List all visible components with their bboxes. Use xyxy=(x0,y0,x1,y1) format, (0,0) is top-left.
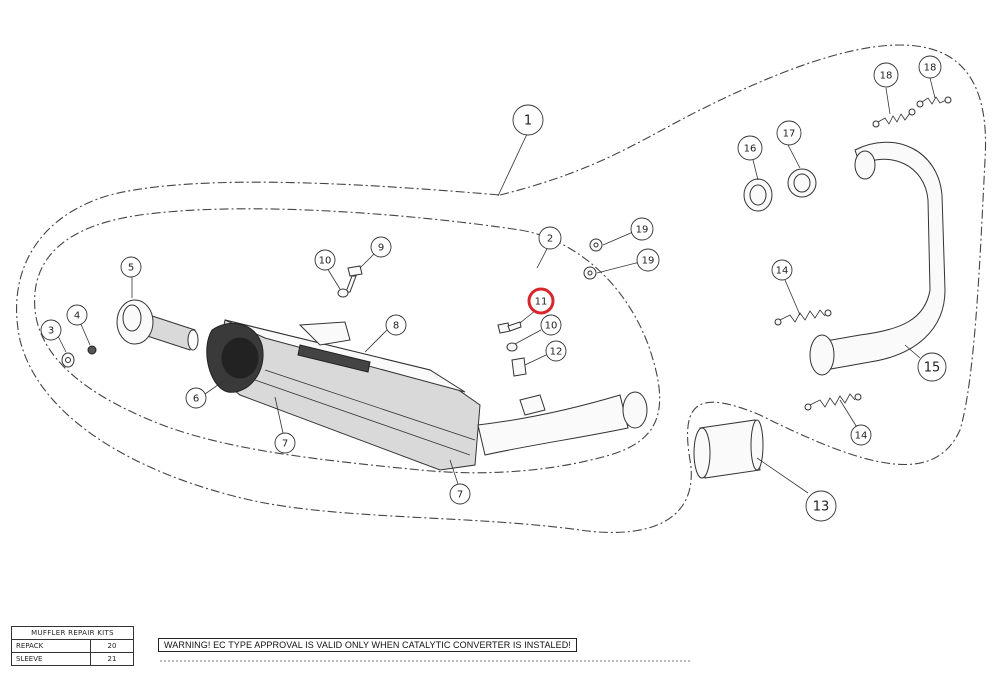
clip-12 xyxy=(511,357,527,377)
system-boundary-1 xyxy=(16,44,987,533)
callout-4: 4 xyxy=(66,304,88,326)
repair-kits-title: MUFFLER REPAIR KITS xyxy=(11,626,134,640)
callout-14b: 14 xyxy=(850,424,872,446)
svg-text:14: 14 xyxy=(855,431,868,442)
callout-14a: 14 xyxy=(771,259,793,281)
spring-part-upper xyxy=(774,309,832,326)
table-row: REPACK 20 xyxy=(11,639,134,653)
table-row: SLEEVE 21 xyxy=(11,652,134,666)
repair-kit-name: REPACK xyxy=(11,639,91,653)
svg-text:16: 16 xyxy=(744,144,757,155)
callout-16: 16 xyxy=(737,135,763,161)
svg-text:19: 19 xyxy=(636,225,649,236)
washer-10b xyxy=(506,342,518,352)
washer-4 xyxy=(87,345,97,355)
svg-text:7: 7 xyxy=(457,490,463,501)
callout-12: 12 xyxy=(545,340,567,362)
clamp-part xyxy=(787,168,817,198)
repair-kit-number: 20 xyxy=(90,639,134,653)
callout-6: 6 xyxy=(185,387,207,409)
spring-part-18b xyxy=(916,96,952,108)
callout-10a: 10 xyxy=(314,249,336,271)
svg-text:19: 19 xyxy=(642,256,655,267)
svg-text:18: 18 xyxy=(924,63,937,74)
callout-8: 8 xyxy=(385,314,407,336)
svg-text:17: 17 xyxy=(783,129,796,140)
callout-19a: 19 xyxy=(630,217,654,241)
spring-part-18a xyxy=(872,108,916,128)
callout-3: 3 xyxy=(40,319,62,341)
svg-text:15: 15 xyxy=(924,361,941,376)
svg-text:11: 11 xyxy=(535,297,548,308)
svg-text:8: 8 xyxy=(393,321,399,332)
svg-text:7: 7 xyxy=(282,439,288,450)
svg-text:12: 12 xyxy=(550,347,563,358)
bolt-9 xyxy=(345,265,363,293)
callout-1: 1 xyxy=(512,104,544,136)
svg-text:18: 18 xyxy=(880,71,893,82)
warning-notice: WARNING! EC TYPE APPROVAL IS VALID ONLY … xyxy=(158,638,577,652)
callout-15: 15 xyxy=(917,352,947,382)
faded-text-line xyxy=(160,660,690,662)
catalytic-sleeve-part xyxy=(693,419,764,479)
mid-pipe-part xyxy=(477,391,648,456)
svg-text:2: 2 xyxy=(547,234,553,245)
callout-10b: 10 xyxy=(540,314,562,336)
svg-text:6: 6 xyxy=(193,394,199,405)
callout-17: 17 xyxy=(776,120,802,146)
muffler-part xyxy=(206,319,481,471)
callout-2: 2 xyxy=(538,226,562,250)
repair-kit-name: SLEEVE xyxy=(11,652,91,666)
spring-part-lower xyxy=(804,393,862,411)
svg-text:14: 14 xyxy=(776,266,789,277)
svg-text:10: 10 xyxy=(319,256,332,267)
muffler-boundary-2 xyxy=(34,208,661,474)
callout-7a: 7 xyxy=(274,432,296,454)
washer-10a xyxy=(337,288,349,298)
bolt-11 xyxy=(497,321,522,334)
link-pipe-part xyxy=(116,299,199,351)
callout-18a: 18 xyxy=(873,62,899,88)
svg-text:10: 10 xyxy=(545,321,558,332)
callout-19b: 19 xyxy=(636,248,660,272)
svg-text:3: 3 xyxy=(48,326,54,337)
washer-19a xyxy=(589,238,603,252)
svg-text:1: 1 xyxy=(524,114,532,129)
gasket-part xyxy=(743,178,773,212)
svg-text:13: 13 xyxy=(813,500,830,515)
svg-text:5: 5 xyxy=(128,263,134,274)
callout-13: 13 xyxy=(805,490,837,522)
header-pipe-part xyxy=(809,141,946,376)
callout-11-highlighted: 11 xyxy=(527,287,555,315)
washer-19b xyxy=(583,266,597,280)
callout-18b: 18 xyxy=(918,55,942,79)
leader-lines xyxy=(57,77,936,494)
svg-text:4: 4 xyxy=(74,311,80,322)
callout-7b: 7 xyxy=(449,483,471,505)
callout-5: 5 xyxy=(120,256,142,278)
nut-3 xyxy=(61,352,75,368)
muffler-repair-kits-table: MUFFLER REPAIR KITS REPACK 20 SLEEVE 21 xyxy=(11,626,134,666)
callout-9: 9 xyxy=(370,236,392,258)
svg-text:9: 9 xyxy=(378,243,384,254)
repair-kit-number: 21 xyxy=(90,652,134,666)
